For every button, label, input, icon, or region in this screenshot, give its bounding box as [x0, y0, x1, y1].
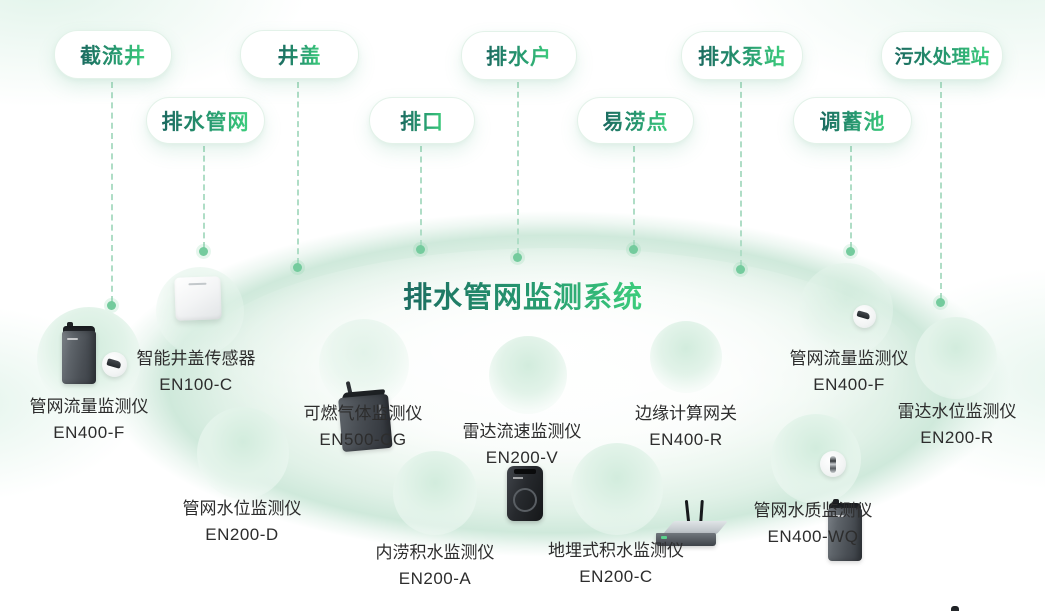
tag-drainage-pipe-network: 排水管网 [146, 97, 265, 144]
system-title: 排水管网监测系统 [398, 274, 648, 316]
device-model: EN200-D [205, 525, 279, 544]
connector-line [940, 82, 942, 299]
tag-sewage-treatment-station: 污水处理站 [881, 31, 1003, 80]
device-radar-velocity-monitor: 雷达流速监测仪 EN200-V [0, 120, 1045, 521]
device-model: EN400-F [53, 423, 125, 442]
connector-dot [199, 247, 208, 256]
device-model: EN400-F [813, 375, 885, 394]
device-model: EN200-A [398, 569, 472, 588]
tag-manhole-cover: 井盖 [240, 30, 359, 79]
device-model: EN100-C [159, 375, 233, 394]
device-halo [799, 263, 893, 357]
device-model: EN400-WQ [767, 527, 859, 546]
device-halo [489, 336, 567, 414]
connector-line [420, 146, 422, 246]
connector-dot [513, 253, 522, 262]
device-model: EN500-CG [319, 430, 407, 449]
device-pipe-level-monitor: 管网水位监测仪 EN200-D [0, 340, 1045, 544]
connector-line [633, 146, 635, 246]
connector-line [203, 146, 205, 248]
device-edge-gateway: 边缘计算网关 EN400-R [0, 175, 1045, 546]
device-name: 管网流量监测仪 [29, 397, 149, 416]
device-name: 可燃气体监测仪 [303, 404, 423, 423]
device-halo [915, 317, 997, 399]
tag-label: 排水管网 [162, 106, 250, 136]
device-name: 管网流量监测仪 [789, 349, 909, 368]
tag-label: 调蓄池 [820, 106, 886, 136]
tag-label: 排水户 [486, 41, 552, 71]
tag-label: 排水泵站 [698, 41, 786, 71]
device-name: 雷达水位监测仪 [897, 402, 1017, 421]
device-name: 内涝积水监测仪 [375, 543, 495, 562]
connector-dot [736, 265, 745, 274]
velocity-monitor-image [507, 466, 543, 521]
tag-intercepting-well: 截流井 [54, 30, 172, 79]
connector-line [740, 82, 742, 266]
device-halo [650, 321, 722, 393]
pipe-flow-monitor-image [828, 499, 862, 561]
connector-dot [293, 263, 302, 272]
device-halo [571, 443, 663, 535]
tag-label: 截流井 [80, 40, 146, 70]
device-halo [393, 451, 477, 535]
device-model: EN200-R [920, 428, 994, 447]
device-water-quality-monitor: 管网水质监测仪 EN400-WQ [0, 414, 1045, 568]
connector-dot [629, 245, 638, 254]
connector-line [850, 146, 852, 248]
tag-regulating-tank: 调蓄池 [793, 97, 912, 144]
device-halo [197, 407, 289, 499]
flow-sensor-attachment-image [102, 352, 127, 377]
device-name: 边缘计算网关 [635, 404, 737, 423]
tag-outlet: 排口 [369, 97, 475, 144]
device-model: EN200-C [579, 567, 653, 586]
tag-label: 易涝点 [603, 106, 669, 136]
device-halo [771, 414, 861, 504]
flow-sensor-attachment-image [853, 305, 876, 328]
quality-probe-image [820, 451, 846, 477]
device-pipe-flow-monitor-left: 管网流量监测仪 EN400-F [0, 0, 1045, 442]
edge-gateway-image [653, 499, 728, 552]
device-waterlogging-monitor: 内涝积水监测仪 EN200-A [0, 396, 1045, 588]
device-gas-monitor: 可燃气体监测仪 EN500-CG [0, 58, 1045, 453]
connector-line [111, 82, 113, 302]
connector-line [297, 82, 299, 264]
tag-label: 污水处理站 [894, 42, 989, 69]
tag-label: 排口 [400, 106, 444, 136]
device-model: EN400-R [649, 430, 723, 449]
device-pipe-flow-monitor-right: 管网流量监测仪 EN400-F [0, 227, 1045, 561]
device-radar-level-monitor: 雷达水位监测仪 EN200-R [0, 285, 1045, 611]
pipe-flow-monitor-image [62, 322, 96, 384]
connector-dot [416, 245, 425, 254]
device-buried-ponding-monitor: 地埋式积水监测仪 EN200-C [0, 443, 1045, 586]
tag-flood-prone-point: 易涝点 [577, 97, 694, 144]
tag-drainage-pump-station: 排水泵站 [681, 31, 803, 80]
connector-dot [846, 247, 855, 256]
connector-dot [936, 298, 945, 307]
connector-dot [107, 301, 116, 310]
tag-drainage-user: 排水户 [461, 31, 577, 80]
manhole-sensor-image [174, 276, 222, 321]
device-name: 地埋式积水监测仪 [548, 541, 684, 560]
device-name: 管网水位监测仪 [182, 499, 302, 518]
connector-line [517, 82, 519, 254]
device-name: 雷达流速监测仪 [462, 422, 582, 441]
tag-label: 井盖 [278, 40, 322, 70]
device-name: 智能井盖传感器 [136, 349, 256, 368]
device-name: 管网水质监测仪 [753, 501, 873, 520]
device-model: EN200-V [485, 448, 559, 467]
